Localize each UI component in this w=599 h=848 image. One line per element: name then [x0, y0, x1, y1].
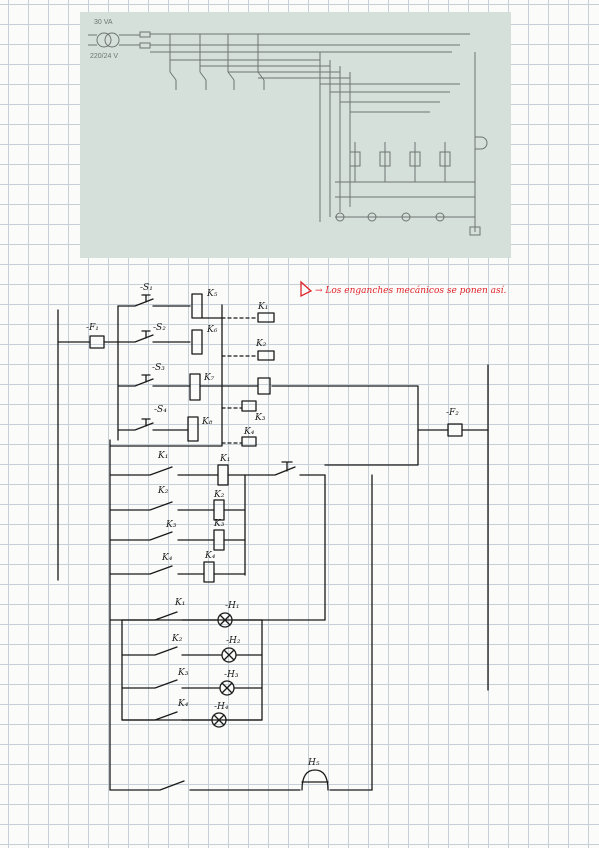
relay-k7-label: K₇ — [203, 373, 215, 383]
contact-k2-label: K₂ — [157, 486, 169, 496]
transformer-symbol — [88, 31, 151, 49]
printed-circuit-lines — [150, 33, 488, 236]
contact-k1 — [109, 466, 219, 476]
interlock-k1-box — [257, 312, 275, 323]
interlock-k2-box — [257, 350, 275, 361]
interlock-k3-box — [241, 400, 257, 412]
pushbutton-s2-label: -S₂ — [153, 323, 166, 333]
contact-k2-lamp — [121, 646, 263, 656]
contact-k4 — [109, 565, 205, 575]
note-arrow-icon — [300, 280, 313, 298]
contact-k4-lamp — [121, 711, 263, 721]
relay-k3-label: K₃ — [213, 519, 225, 529]
contact-k3-lamp — [121, 679, 263, 689]
lamp-h4-label: -H₄ — [214, 702, 229, 712]
fuse-f1-label: -F₁ — [86, 323, 99, 333]
lamp-h4-icon — [211, 712, 227, 728]
control-bus-left — [109, 305, 119, 791]
pushbutton-s3-label: -S₃ — [152, 363, 165, 373]
contact-k2 — [109, 501, 215, 511]
contact-k2-lamp-label: K₂ — [171, 634, 183, 644]
pushbutton-s1-label: -S₁ — [140, 283, 153, 293]
relay-k8-label: K₈ — [201, 417, 213, 427]
siren-h5-label: H₅ — [307, 758, 320, 768]
relay-coil-k3 — [213, 529, 225, 551]
interlock-k4-label: K₄ — [243, 427, 255, 437]
interlock-k3-label: K₃ — [254, 413, 266, 423]
right-supply-line — [417, 364, 489, 691]
pushbutton-reset — [227, 461, 326, 476]
contact-k3-label: K₃ — [165, 520, 177, 530]
contact-k4-lamp-label: K₄ — [177, 699, 189, 709]
pushbutton-s4 — [117, 418, 189, 431]
k7-second-coil — [257, 377, 271, 395]
relay-coil-k5 — [191, 293, 203, 319]
left-supply-line — [57, 309, 119, 581]
mechanical-interlock-note: → Los enganches mecánicos se ponen así. — [315, 285, 506, 296]
lamp-h1-label: -H₁ — [225, 601, 240, 611]
lamp-h3-label: -H₃ — [224, 670, 239, 680]
lamp-h2-label: -H₂ — [226, 636, 241, 646]
pushbutton-s4-label: -S₄ — [154, 405, 167, 415]
relay-return-line — [109, 304, 223, 447]
relay-k4-label: K₄ — [204, 551, 216, 561]
interlock-k4-box — [241, 436, 257, 447]
relay-coil-k1 — [217, 464, 229, 486]
siren-h5-icon — [301, 769, 329, 791]
relay-k2-label: K₂ — [213, 490, 225, 500]
relay-coil-k7 — [189, 373, 201, 401]
fuse-f2-label: -F₂ — [446, 408, 459, 418]
relay-k5-label: K₅ — [206, 289, 218, 299]
printed-schematic-drawing: 30 VA 220/24 V — [88, 19, 488, 236]
contact-k3-lamp-label: K₃ — [177, 668, 189, 678]
transformer-voltage-label: 220/24 V — [90, 53, 118, 60]
photo-printed-schematic: 30 VA 220/24 V — [80, 12, 511, 258]
lamp-h3-icon — [219, 680, 235, 696]
relay-coil-k8 — [187, 416, 199, 442]
interlock-k2-label: K₂ — [255, 339, 267, 349]
relay-k1-label: K₁ — [219, 454, 230, 464]
pushbutton-s2 — [117, 330, 191, 343]
relay-coil-k6 — [191, 329, 203, 355]
lamp-bus — [121, 619, 263, 721]
pushbutton-s1 — [117, 294, 191, 307]
contact-k1-label: K₁ — [157, 451, 168, 461]
interlock-k1-label: K₁ — [257, 302, 268, 312]
relay-coil-k2 — [213, 499, 225, 521]
contact-k4-label: K₄ — [161, 553, 173, 563]
right-internal-lines — [324, 474, 373, 791]
contact-k1-lamp — [121, 611, 263, 621]
lamp-h1-icon — [217, 612, 233, 628]
transformer-power-label: 30 VA — [94, 19, 113, 26]
k7-line — [199, 385, 419, 466]
pushbutton-s3 — [117, 374, 191, 387]
relay-k6-label: K₆ — [206, 325, 218, 335]
lamp-h2-icon — [221, 647, 237, 663]
relay-coil-k4 — [203, 561, 215, 583]
contact-k3 — [109, 531, 215, 541]
contact-k1-lamp-label: K₁ — [174, 598, 185, 608]
siren-rung — [109, 780, 373, 791]
